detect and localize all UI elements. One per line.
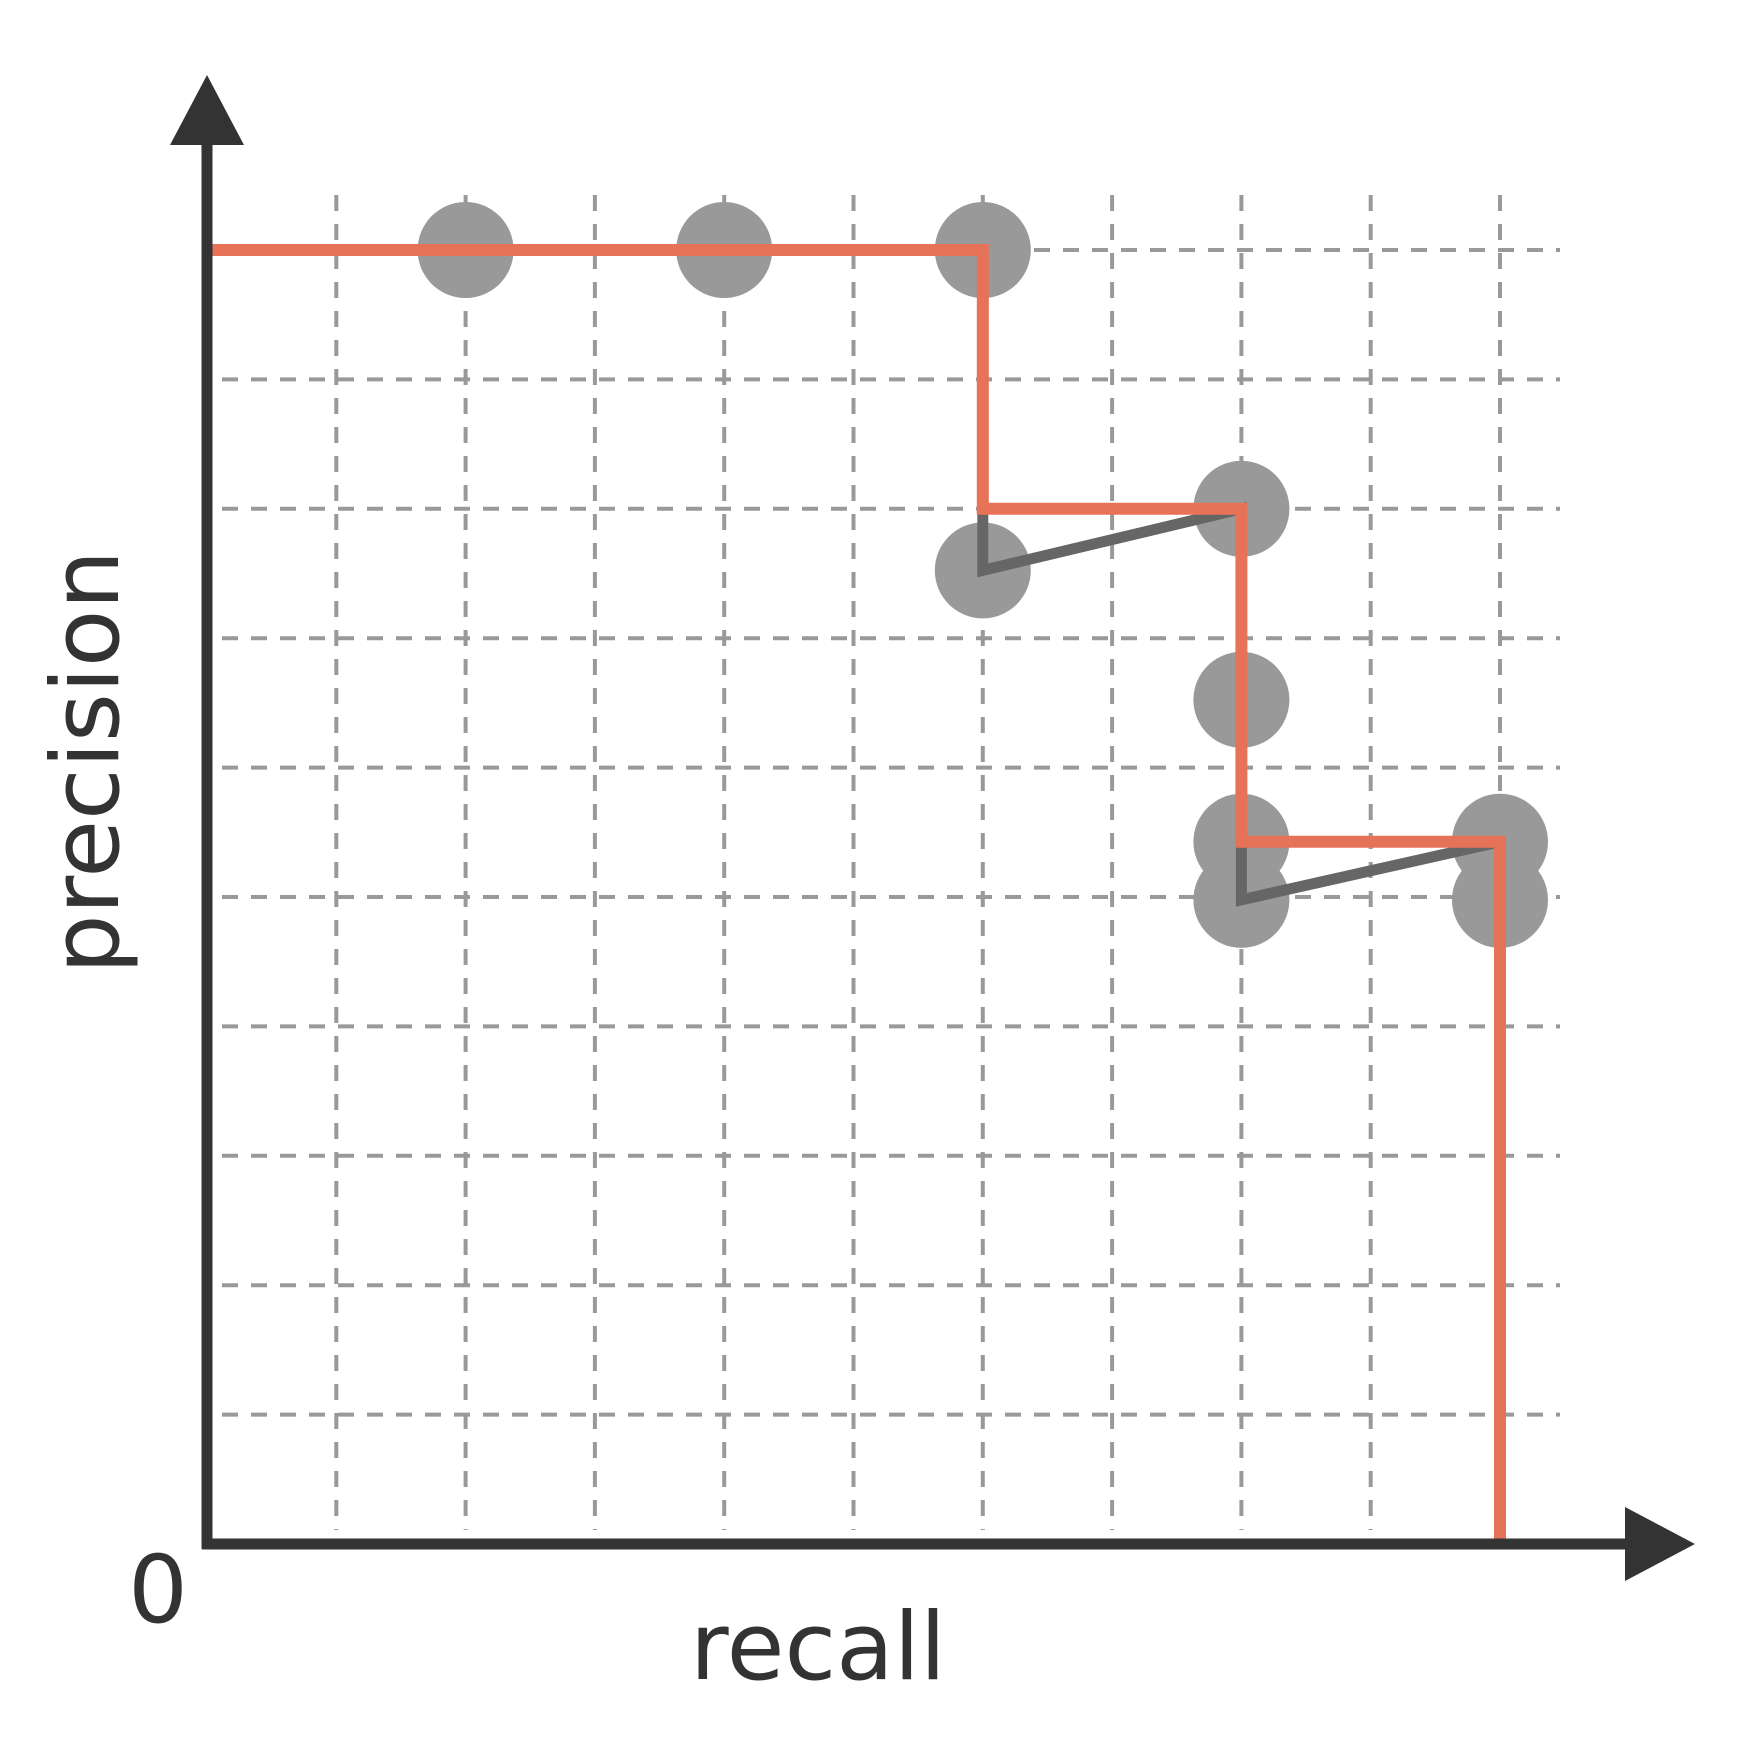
origin-label: 0 — [128, 1536, 188, 1645]
axes — [170, 75, 1695, 1581]
grid-horizontal-lines — [222, 248, 1560, 1417]
grid-vertical-lines — [334, 195, 1502, 1530]
x-axis-arrow — [1625, 1507, 1695, 1581]
interpolated-precision-curve — [207, 244, 1506, 1544]
y-axis-label: precision — [32, 550, 141, 974]
curves — [207, 244, 1506, 1544]
x-axis-label: recall — [690, 1593, 946, 1702]
y-axis-arrow — [170, 75, 244, 145]
